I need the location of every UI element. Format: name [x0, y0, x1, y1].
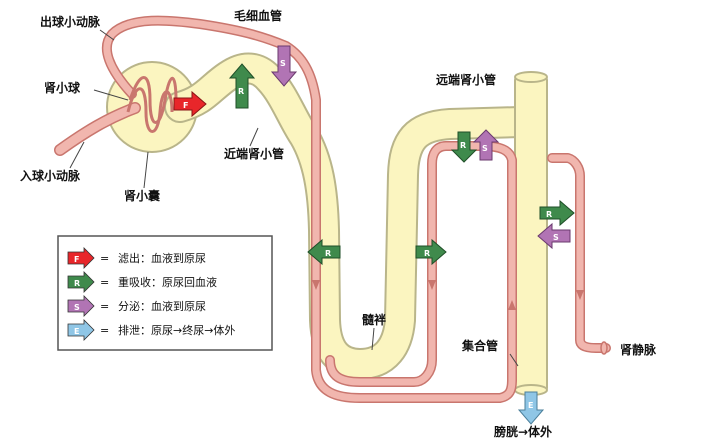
filtration-arrow: F — [173, 90, 207, 118]
label-afferent-arteriole: 入球小动脉 — [20, 168, 81, 183]
label-loop-of-henle: 髓袢 — [362, 312, 386, 327]
svg-text:R: R — [546, 210, 552, 219]
blood-vessels — [54, 15, 611, 403]
label-proximal-tubule: 近端肾小管 — [224, 146, 284, 161]
label-capillary: 毛细血管 — [234, 8, 282, 23]
legend-equals: = — [100, 324, 109, 337]
label-glomerulus: 肾小球 — [44, 80, 81, 95]
label-collecting-duct: 集合管 — [461, 338, 498, 353]
legend-text: 排泄：原尿→终尿→体外 — [118, 323, 235, 337]
legend-text: 滤出：血液到原尿 — [118, 251, 206, 265]
legend-swatch-r — [67, 271, 95, 293]
filtration-letter: F — [183, 101, 188, 110]
reabsorption-arrow-ascending: R — [415, 238, 447, 266]
secretion-arrow-distal: S — [472, 129, 500, 161]
label-efferent-arteriole: 出球小动脉 — [40, 14, 101, 29]
legend: F = 滤出：血液到原尿 R = 重吸收：原尿回血液 S = 分泌：血液到原尿 E = 排泄：原尿→终… — [57, 235, 273, 351]
svg-text:S: S — [280, 59, 286, 68]
legend-swatch-s — [67, 295, 95, 317]
legend-letter: R — [74, 279, 80, 288]
reabsorption-arrow-collecting: R — [539, 199, 575, 227]
secretion-arrow-collecting: S — [537, 222, 571, 250]
secretion-arrow-proximal: S — [270, 45, 298, 87]
label-distal-tubule: 远端肾小管 — [436, 72, 496, 87]
legend-item-r: R = 重吸收：原尿回血液 — [67, 271, 217, 293]
svg-text:S: S — [553, 233, 559, 242]
legend-equals: = — [100, 252, 109, 265]
glomerulus-tuft — [126, 76, 178, 133]
reabsorption-arrow-distal: R — [450, 131, 478, 163]
legend-item-f: F = 滤出：血液到原尿 — [67, 247, 206, 269]
label-bowmans-capsule: 肾小囊 — [124, 188, 161, 203]
process-arrows: F R S R R R S — [173, 45, 584, 425]
legend-letter: S — [74, 303, 80, 312]
reabsorption-arrow-proximal: R — [228, 63, 256, 109]
legend-letter: E — [74, 327, 79, 336]
label-bladder-out: 膀胱→体外 — [493, 424, 552, 439]
legend-text: 分泌：血液到原尿 — [118, 299, 206, 313]
svg-text:S: S — [482, 144, 488, 153]
vessel-flow-arrows — [312, 280, 584, 310]
legend-item-e: E = 排泄：原尿→终尿→体外 — [67, 319, 235, 341]
excretion-arrow: E — [517, 391, 545, 425]
legend-letter: F — [74, 255, 79, 264]
label-renal-vein: 肾静脉 — [620, 342, 657, 357]
labels: 出球小动脉 毛细血管 肾小球 入球小动脉 肾小囊 近端肾小管 远端肾小管 髓袢 … — [20, 8, 657, 439]
legend-swatch-f — [67, 247, 95, 269]
svg-text:R: R — [238, 87, 244, 96]
legend-swatch-e — [67, 319, 95, 341]
legend-equals: = — [100, 276, 109, 289]
legend-equals: = — [100, 300, 109, 313]
legend-text: 重吸收：原尿回血液 — [118, 275, 217, 289]
reabsorption-arrow-descending: R — [307, 238, 341, 266]
svg-text:E: E — [528, 401, 533, 410]
svg-text:R: R — [424, 249, 430, 258]
svg-text:R: R — [460, 141, 466, 150]
svg-text:R: R — [325, 249, 331, 258]
legend-item-s: S = 分泌：血液到原尿 — [67, 295, 206, 317]
